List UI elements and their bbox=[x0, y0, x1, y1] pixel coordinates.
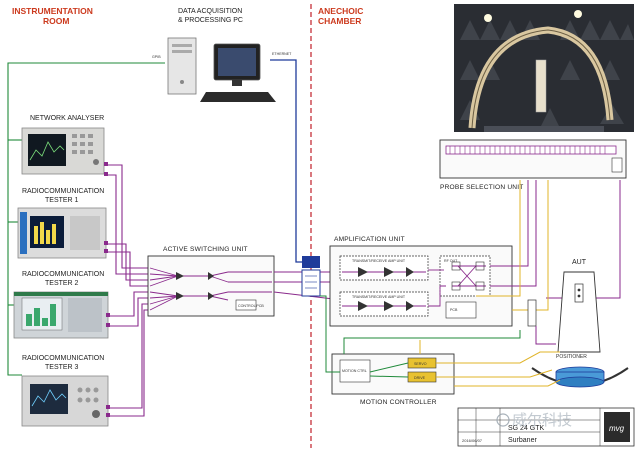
tester2-label-2: TESTER 2 bbox=[45, 280, 79, 287]
anechoic-chamber-label-2: CHAMBER bbox=[318, 16, 361, 26]
pc-power-button bbox=[180, 80, 184, 84]
motor-1-label: SERVO bbox=[414, 362, 427, 366]
motion-controller-label: MOTION CONTROLLER bbox=[360, 399, 437, 406]
wall-feedthrough bbox=[301, 256, 321, 297]
active-switching-unit-label: ACTIVE SWITCHING UNIT bbox=[163, 246, 248, 253]
probe-selection-unit-label: PROBE SELECTION UNIT bbox=[440, 184, 524, 191]
pc-monitor-stand bbox=[232, 80, 242, 86]
control-amp-to-probe bbox=[476, 180, 549, 311]
tester2-label-1: RADIOCOMMUNICATION bbox=[22, 271, 104, 278]
tester1-label-2: TESTER 1 bbox=[45, 197, 79, 204]
positioner-label: POSITIONER bbox=[556, 354, 587, 360]
radiocommunication-tester-3 bbox=[21, 375, 109, 427]
title-block-line2: Surbaner bbox=[508, 437, 537, 444]
title-block-date: 2016/06/07 bbox=[462, 438, 483, 443]
pc-keyboard bbox=[200, 92, 276, 102]
aut-mast bbox=[557, 271, 601, 353]
motion-controller: MOTION CTRL SERVO DRIVE bbox=[331, 353, 455, 395]
active-switching-unit: CONTROL PCB bbox=[147, 255, 275, 317]
amp-top-label: TRANSMIT/RECEIVE AMP UNIT bbox=[352, 259, 406, 263]
network-analyser bbox=[21, 127, 105, 175]
watermark-icon bbox=[496, 413, 510, 427]
positioner bbox=[527, 299, 629, 388]
mvg-logo bbox=[604, 412, 630, 442]
watermark: 威尔科技 bbox=[496, 411, 572, 429]
probe-selection-unit bbox=[439, 139, 627, 179]
anechoic-chamber-label-1: ANECHOIC bbox=[318, 6, 363, 16]
amp-bottom-label: TRANSMIT/RECEIVE AMP UNIT bbox=[352, 295, 406, 299]
motion-cables-yellow bbox=[419, 340, 561, 387]
pc-tower bbox=[167, 37, 197, 95]
pc-drive-bay-2 bbox=[172, 50, 192, 53]
network-analyser-label: NETWORK ANALYSER bbox=[30, 115, 104, 122]
gpib-label: GPIB bbox=[152, 55, 161, 59]
pc-drive-bay bbox=[172, 44, 192, 47]
pc-monitor-screen bbox=[218, 48, 256, 76]
amplification-unit-label: AMPLIFICATION UNIT bbox=[334, 236, 405, 243]
tester3-label-1: RADIOCOMMUNICATION bbox=[22, 355, 104, 362]
ethernet-link bbox=[270, 59, 302, 263]
rf-connectors-left bbox=[104, 162, 110, 417]
aut-label: AUT bbox=[572, 259, 587, 266]
title-block: SG 24 GTK Surbaner 2016/06/07 mvg bbox=[457, 407, 635, 447]
pc-title-1: DATA ACQUISITION bbox=[178, 8, 242, 15]
motion-cables-green bbox=[320, 295, 521, 378]
motion-ctrl-box-label: MOTION CTRL bbox=[342, 369, 367, 373]
amp-pcb-label: PCB bbox=[450, 308, 458, 312]
rf-cables-left bbox=[106, 164, 148, 417]
watermark-text: 威尔科技 bbox=[512, 411, 572, 429]
instrumentation-room-label-2: ROOM bbox=[43, 16, 69, 26]
tester1-label-1: RADIOCOMMUNICATION bbox=[22, 188, 104, 195]
radiocommunication-tester-1 bbox=[17, 207, 107, 259]
pc-title-2: & PROCESSING PC bbox=[178, 17, 243, 24]
motor-2-label: DRIVE bbox=[414, 376, 426, 380]
anechoic-chamber-photo bbox=[454, 4, 634, 132]
gpib-bus bbox=[7, 62, 165, 376]
motion-cables-purple bbox=[535, 326, 556, 345]
switch-pcb-label: CONTROL PCB bbox=[238, 304, 264, 308]
title-block-line1: SG 24 GTK bbox=[508, 425, 545, 432]
switch-control-pcb bbox=[235, 299, 257, 311]
instrumentation-room-label-1: INSTRUMENTATION bbox=[12, 6, 93, 16]
amplification-unit: TRANSMIT/RECEIVE AMP UNIT TRANSMIT/RECEI… bbox=[329, 245, 513, 327]
ethernet-label: ETHERNET bbox=[272, 52, 292, 56]
amp-right-label: RF OUT bbox=[444, 259, 458, 263]
radiocommunication-tester-2 bbox=[13, 291, 109, 339]
pc-group: DATA ACQUISITION & PROCESSING PC bbox=[167, 8, 276, 102]
mvg-logo-text: mvg bbox=[609, 424, 625, 433]
tester3-label-2: TESTER 3 bbox=[45, 364, 79, 371]
